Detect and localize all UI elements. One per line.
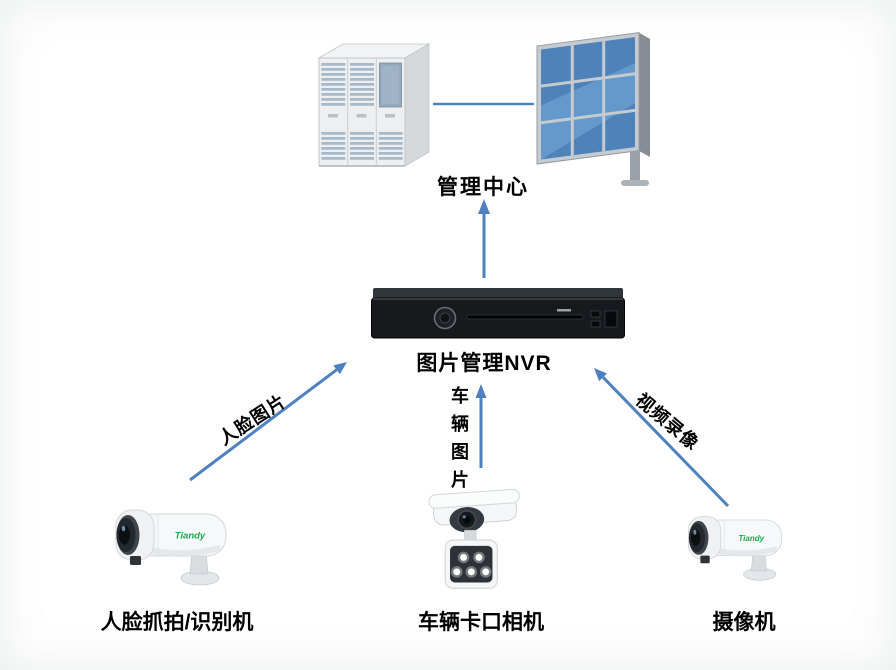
- nvr-front-slot: [466, 314, 584, 320]
- camera-label: 摄像机: [712, 611, 776, 634]
- camera-sunshield: [428, 488, 520, 509]
- led: [475, 553, 483, 561]
- led: [482, 568, 490, 576]
- checkpoint-camera-icon: [428, 488, 520, 589]
- edge-label-video-record: 视频录像: [631, 389, 703, 454]
- server-rack-image: [313, 40, 435, 168]
- video-wall-front: [536, 32, 640, 165]
- bullet-camera-icon: Tiandy: [688, 516, 783, 581]
- led: [460, 553, 468, 561]
- vehicle-camera-image: [424, 484, 532, 598]
- brand-text: Tiandy: [175, 531, 206, 542]
- camera-sensor-box: [130, 556, 141, 565]
- led: [467, 568, 475, 576]
- server-rack-icon: [317, 43, 431, 167]
- edge-nvr-to-management-center: [478, 199, 490, 278]
- nvr-icon: [371, 288, 625, 339]
- management-center-label: 管理中心: [437, 176, 529, 199]
- brand-text: Tiandy: [738, 534, 764, 543]
- face-camera-image: Tiandy: [106, 500, 238, 594]
- face-camera-label: 人脸抓拍/识别机: [100, 611, 254, 634]
- nvr-usb-port: [590, 320, 601, 328]
- nvr-usb-port: [590, 310, 601, 318]
- led: [453, 568, 461, 576]
- video-wall-icon: [536, 32, 650, 186]
- nvr-port-cluster: [604, 310, 618, 328]
- camera-image: Tiandy: [680, 508, 792, 588]
- led-illuminator: [444, 539, 498, 589]
- vehicle-camera-label: 车辆卡口相机: [418, 611, 544, 634]
- led-panel-face: [450, 545, 493, 583]
- camera-housing: [428, 488, 520, 533]
- camera-lens: [691, 529, 701, 546]
- nvr-label: 图片管理NVR: [416, 352, 552, 375]
- edge-vehicle-camera-to-nvr: [475, 384, 487, 468]
- camera-lens: [119, 525, 130, 545]
- video-wall-image: [533, 30, 655, 190]
- bullet-camera-icon: Tiandy: [115, 509, 227, 586]
- nvr-device-image: [371, 288, 625, 340]
- camera-sensor-box: [700, 555, 710, 564]
- edge-label-face-picture: 人脸图片: [215, 390, 290, 449]
- edge-label-vehicle-picture: 车辆图片: [449, 386, 469, 498]
